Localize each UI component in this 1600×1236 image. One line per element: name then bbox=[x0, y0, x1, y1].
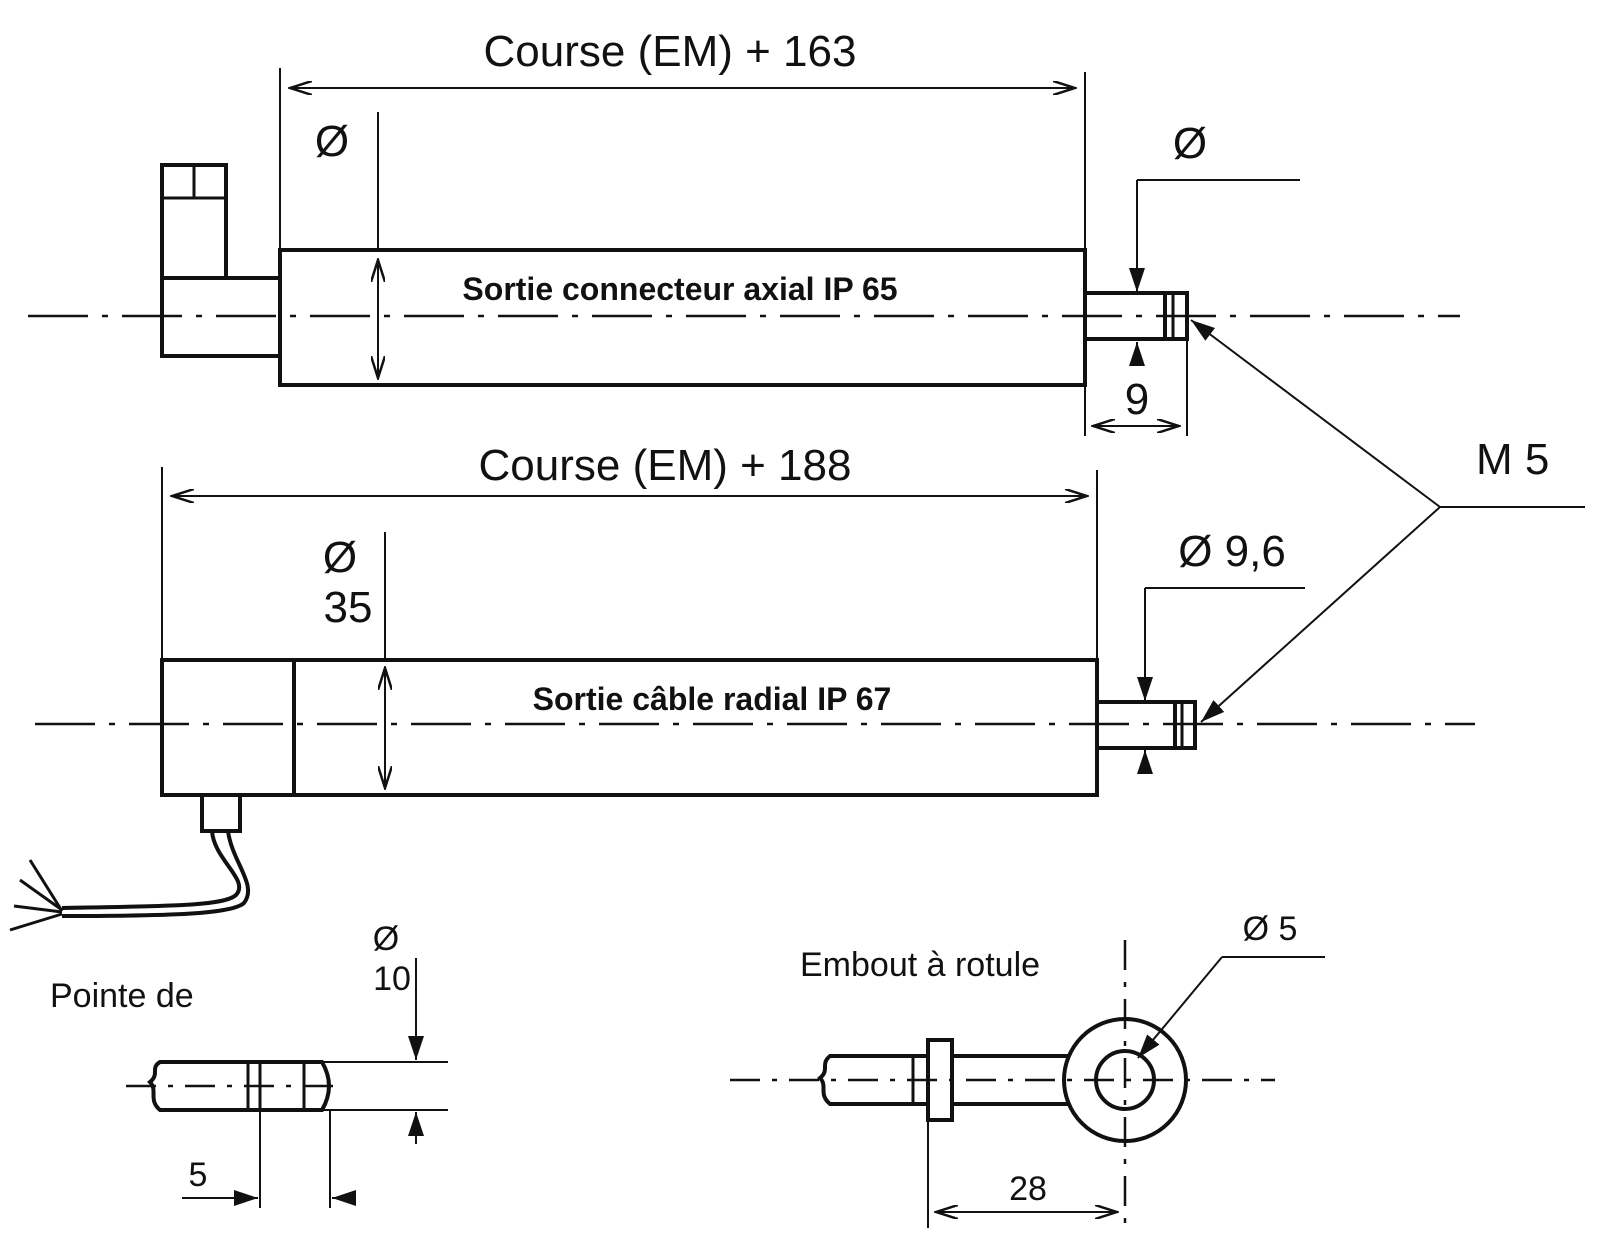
top-dia-symbol: Ø bbox=[315, 117, 349, 166]
tip-rod-body bbox=[147, 1060, 331, 1112]
bottom-dia-value: 35 bbox=[324, 583, 373, 632]
top-rod-len-label: 9 bbox=[1125, 375, 1149, 424]
ball-joint-detail: Embout à rotule Ø 5 28 bbox=[730, 910, 1325, 1230]
bottom-rod-dia-label: Ø 9,6 bbox=[1178, 527, 1286, 576]
ball-title: Embout à rotule bbox=[800, 946, 1040, 984]
top-length-label: Course (EM) + 163 bbox=[484, 27, 857, 76]
bottom-body bbox=[160, 658, 1099, 797]
ball-len-label: 28 bbox=[1009, 1170, 1047, 1208]
cable-wire-4 bbox=[28, 859, 64, 912]
ball-hole-leader bbox=[1137, 956, 1223, 1059]
cable-outer bbox=[61, 830, 251, 918]
cable bbox=[61, 830, 242, 910]
cable-gland bbox=[200, 793, 242, 833]
tip-detail: Pointe de Ø 10 5 bbox=[50, 920, 448, 1208]
thread-leader-bottom bbox=[1200, 506, 1441, 723]
thread-leader-top bbox=[1190, 319, 1441, 508]
tip-dia-symbol: Ø bbox=[373, 920, 399, 958]
tip-dia-value: 10 bbox=[373, 960, 411, 998]
cable-wire-3 bbox=[9, 912, 63, 932]
top-sensor: Course (EM) + 163 Sortie connecteur axia… bbox=[28, 27, 1460, 436]
tip-len-label: 5 bbox=[189, 1156, 208, 1194]
bottom-body-label: Sortie câble radial IP 67 bbox=[533, 681, 892, 717]
ball-hole-label: Ø 5 bbox=[1243, 910, 1298, 948]
cable-wire-1 bbox=[19, 878, 63, 912]
thread-callout: M 5 bbox=[1190, 319, 1585, 723]
tip-title: Pointe de bbox=[50, 977, 194, 1015]
thread-label: M 5 bbox=[1476, 435, 1549, 484]
top-body bbox=[278, 248, 1087, 387]
cable-wire-2 bbox=[13, 904, 63, 914]
top-body-label: Sortie connecteur axial IP 65 bbox=[462, 271, 897, 307]
bottom-length-label: Course (EM) + 188 bbox=[479, 441, 852, 490]
bottom-sensor: Course (EM) + 188 Sortie câble radial IP… bbox=[9, 441, 1475, 932]
bottom-dia-symbol: Ø bbox=[323, 533, 357, 582]
top-rod-dia-label: Ø bbox=[1173, 119, 1207, 168]
